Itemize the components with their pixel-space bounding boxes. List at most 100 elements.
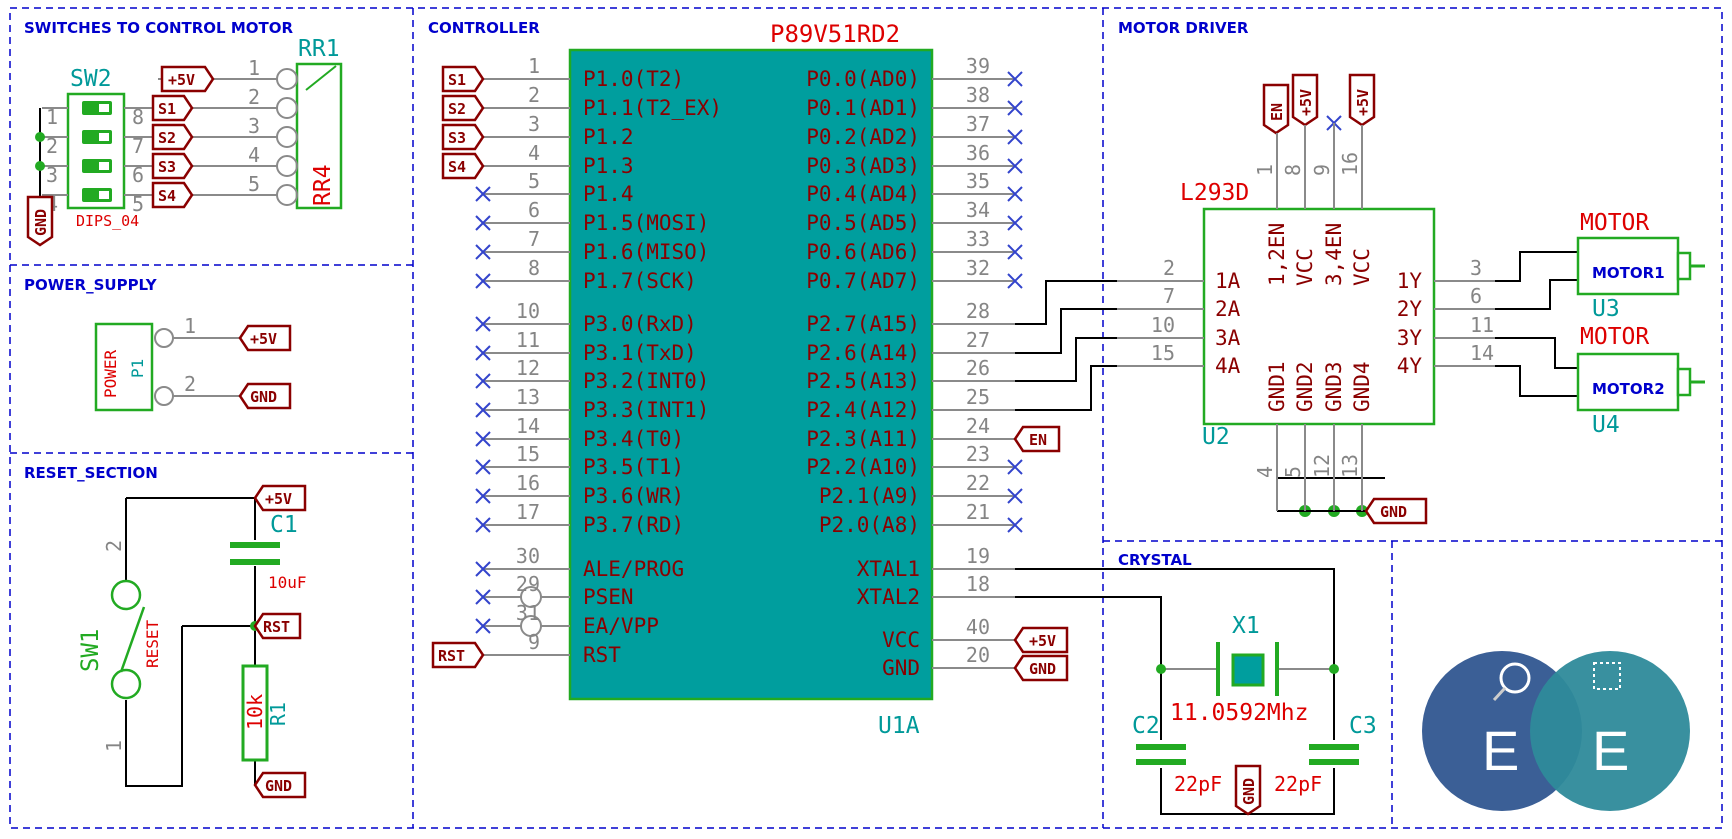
mcu-pin-label: P1.5(MOSI) bbox=[583, 211, 709, 235]
svg-text:+5V: +5V bbox=[1354, 89, 1372, 116]
crystal-circuit: X1 11.0592Mhz C2 22pF C3 22pF GND bbox=[1132, 613, 1377, 816]
mcu-pin-number: 35 bbox=[966, 169, 990, 193]
driver-pin-label: VCC bbox=[1350, 248, 1374, 286]
r1-value: 10k bbox=[243, 694, 267, 730]
ee-logo: E E bbox=[1422, 651, 1690, 811]
mcu-pin-number: 6 bbox=[528, 198, 540, 222]
mcu-pin-label: P2.3(A11) bbox=[806, 427, 920, 451]
motor1-type: MOTOR bbox=[1580, 210, 1649, 236]
mcu-pin-number: 38 bbox=[966, 83, 990, 107]
mcu-pin-label: EA/VPP bbox=[583, 614, 659, 638]
mcu-pin-number: 9 bbox=[528, 630, 540, 654]
mcu-pin-number: 18 bbox=[966, 572, 990, 596]
driver-pin-label: 4A bbox=[1215, 354, 1241, 378]
driver-pin-right: 31Y bbox=[1397, 256, 1495, 293]
mcu-pin-label: P1.0(T2) bbox=[583, 67, 684, 91]
motor-u4: MOTOR MOTOR2 U4 bbox=[1495, 324, 1705, 438]
driver-pin-right: 11 3Y bbox=[1397, 313, 1495, 350]
svg-text:GND: GND bbox=[32, 209, 50, 236]
mcu-pin-number: 27 bbox=[966, 328, 990, 352]
flag-s1: S1 bbox=[151, 94, 194, 122]
driver-pin-number: 14 bbox=[1470, 341, 1494, 365]
driver-pin-number: 13 bbox=[1338, 454, 1362, 478]
svg-text:GND: GND bbox=[265, 777, 292, 795]
sw1-pin: 2 bbox=[102, 540, 126, 552]
logo-letter-left: E bbox=[1482, 719, 1519, 782]
mcu-pin-label: P3.3(INT1) bbox=[583, 398, 709, 422]
svg-text:S4: S4 bbox=[448, 158, 466, 176]
svg-text:GND: GND bbox=[1029, 660, 1056, 678]
mcu-pin-left: 8P1.7(SCK) bbox=[475, 256, 697, 293]
flag-sw-vcc: +5V bbox=[160, 65, 215, 93]
mcu-pin-label: VCC bbox=[882, 628, 920, 652]
driver-pin-label: 4Y bbox=[1397, 354, 1423, 378]
c1-value: 10uF bbox=[268, 573, 307, 592]
mcu-pin-number: 4 bbox=[528, 141, 540, 165]
mcu-pin-label: P3.0(RxD) bbox=[583, 312, 697, 336]
rr1-value: RR4 bbox=[310, 164, 336, 206]
svg-text:+5V: +5V bbox=[1297, 89, 1315, 116]
driver-pin-number: 4 bbox=[1253, 466, 1277, 478]
flag-crystal-gnd: GND bbox=[1234, 764, 1262, 816]
driver-pin-label: GND2 bbox=[1293, 361, 1317, 412]
mcu-pin-label: RST bbox=[583, 643, 621, 667]
flag-reset-rst: RST bbox=[253, 612, 302, 640]
svg-text:RST: RST bbox=[438, 647, 465, 665]
flag-driver-gnd: GND bbox=[1364, 497, 1428, 525]
r1-ref: R1 bbox=[266, 702, 290, 726]
driver-pin-number: 16 bbox=[1338, 152, 1362, 176]
mcu-pin-label: P1.6(MISO) bbox=[583, 240, 709, 264]
p1-pin: 1 bbox=[184, 314, 196, 338]
flag-driver-en: EN bbox=[1262, 83, 1290, 135]
flag-driver-vcc1: +5V bbox=[1291, 73, 1319, 127]
mcu-ref: U1A bbox=[878, 713, 920, 739]
mcu-pin-label: P1.4 bbox=[583, 182, 634, 206]
svg-text:+5V: +5V bbox=[168, 71, 195, 89]
driver-ref: U2 bbox=[1202, 424, 1230, 450]
driver-pin-label: 3Y bbox=[1397, 326, 1423, 350]
dip-switch-sw2: SW2 1 2 3 4 8 7 6 5 DIPS_04 bbox=[35, 66, 158, 230]
mcu-pin-label: PSEN bbox=[583, 585, 634, 609]
mcu-pin-number: 24 bbox=[966, 414, 990, 438]
reset-circuit: C1 10uF 10k R1 SW1 RESET 2 1 +5V RST GND bbox=[76, 484, 307, 799]
mcu-pin-number: 17 bbox=[516, 500, 540, 524]
x1-ref: X1 bbox=[1232, 613, 1260, 639]
section-title-crystal: CRYSTAL bbox=[1118, 551, 1192, 569]
mcu-pin-number: 7 bbox=[528, 227, 540, 251]
driver-pin-number: 5 bbox=[1281, 466, 1305, 478]
driver-pin-number: 11 bbox=[1470, 313, 1494, 337]
mcu-pin-left: 1P1.0(T2)S1 bbox=[441, 54, 684, 93]
driver-pin-left: 21A bbox=[1117, 256, 1241, 293]
driver-pin-right: 62Y bbox=[1397, 284, 1495, 321]
flag-reset-vcc: +5V bbox=[253, 484, 307, 512]
svg-text:+5V: +5V bbox=[250, 330, 277, 348]
x1-value: 11.0592Mhz bbox=[1170, 700, 1308, 726]
c3-ref: C3 bbox=[1349, 713, 1377, 739]
section-title-motor-driver: MOTOR DRIVER bbox=[1118, 19, 1249, 37]
svg-text:EN: EN bbox=[1029, 431, 1047, 449]
driver-pin-top: 93,4EN bbox=[1310, 123, 1346, 286]
driver-pin-number: 8 bbox=[1281, 164, 1305, 176]
mcu-pin-number: 30 bbox=[516, 544, 540, 568]
mcu-pin-number: 2 bbox=[528, 83, 540, 107]
svg-text:GND: GND bbox=[1240, 778, 1258, 805]
driver-pin-label: GND1 bbox=[1265, 361, 1289, 412]
driver-pin-label: 3A bbox=[1215, 326, 1241, 350]
